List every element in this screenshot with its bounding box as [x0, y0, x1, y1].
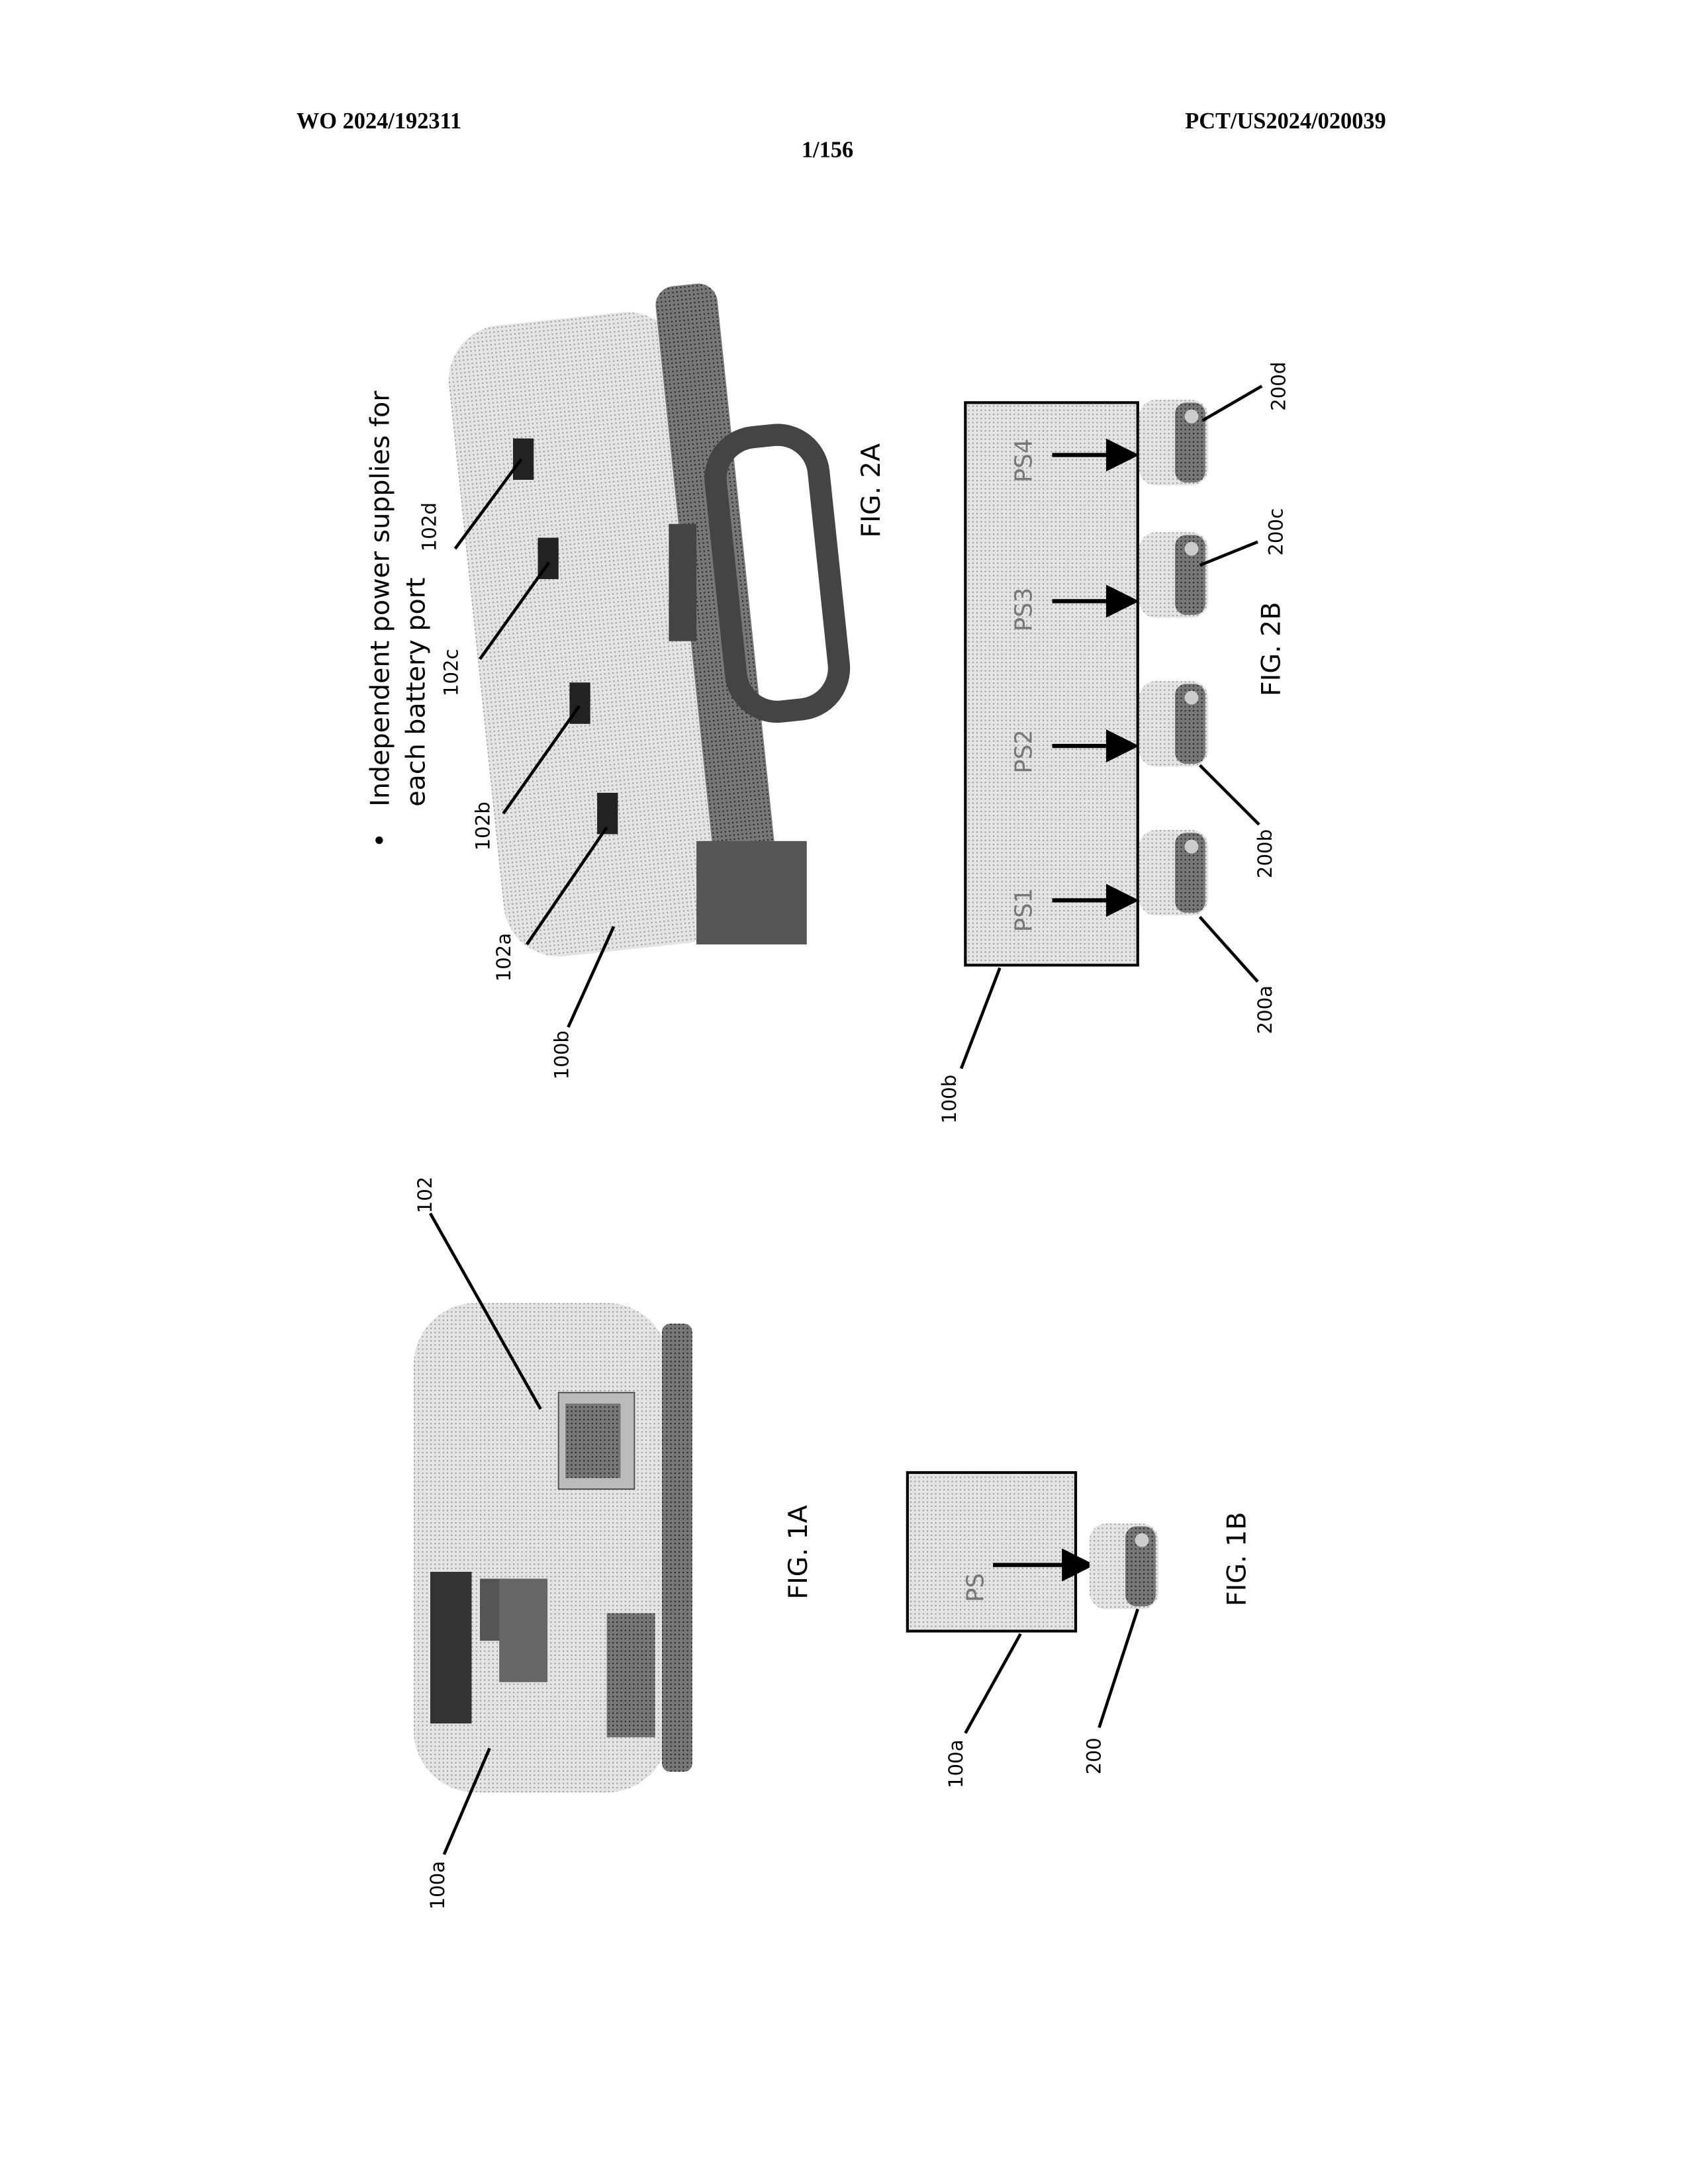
fig2b-label-200c: 200c [1265, 508, 1288, 556]
fig2b-power-supply-box [965, 402, 1137, 965]
fig1b-ps-label: PS [962, 1573, 989, 1602]
ps4-label: PS4 [1010, 439, 1037, 482]
fig1b-battery-image [1090, 1524, 1158, 1609]
battery-200b-image [1139, 681, 1208, 766]
fig1b-power-supply-box [908, 1473, 1076, 1631]
battery-200a-image [1139, 830, 1208, 915]
fig1b-label-100a: 100a [945, 1740, 967, 1789]
fig1a-logo-badge [430, 1572, 472, 1723]
fig1a-label-102: 102 [414, 1177, 436, 1214]
battery-200c-image [1139, 532, 1208, 617]
sheet-number: 1/156 [802, 138, 853, 163]
fig2a-bullet-line2: each battery port [401, 578, 432, 807]
fig2a-logo-badge [669, 524, 696, 641]
fig2a-label-102b: 102b [472, 801, 494, 850]
fig2a-bullet: • [365, 833, 396, 848]
fig2a-caption: FIG. 2A [856, 443, 886, 538]
fig2b-label-200b: 200b [1254, 829, 1276, 878]
fig1a-charger-image [414, 1303, 692, 1793]
fig2a-charger-image [444, 282, 843, 962]
ps2-label: PS2 [1010, 729, 1037, 773]
ps3-label: PS3 [1010, 588, 1037, 631]
fig2a-bullet-line1: Independent power supplies for [365, 390, 396, 807]
fig1b-caption: FIG. 1B [1221, 1512, 1252, 1606]
ps1-label: PS1 [1010, 888, 1037, 932]
application-number: PCT/US2024/020039 [1185, 109, 1386, 134]
fig2a-label-102c: 102c [440, 649, 463, 696]
publication-number: WO 2024/192311 [297, 109, 461, 134]
fig1b-label-200: 200 [1083, 1738, 1105, 1775]
fig2a-label-100b: 100b [550, 1030, 573, 1079]
fig2a-label-102d: 102d [418, 502, 440, 551]
battery-200d-image [1139, 400, 1208, 485]
fig2b-label-100b: 100b [938, 1075, 961, 1124]
fig1a-caption: FIG. 1A [783, 1505, 814, 1600]
fig2b-caption: FIG. 2B [1256, 602, 1286, 696]
fig2a-label-102a: 102a [492, 933, 515, 982]
fig2b-label-200d: 200d [1268, 362, 1290, 411]
fig2b-label-200a: 200a [1254, 985, 1276, 1034]
fig1a-label-100a: 100a [426, 1861, 449, 1910]
